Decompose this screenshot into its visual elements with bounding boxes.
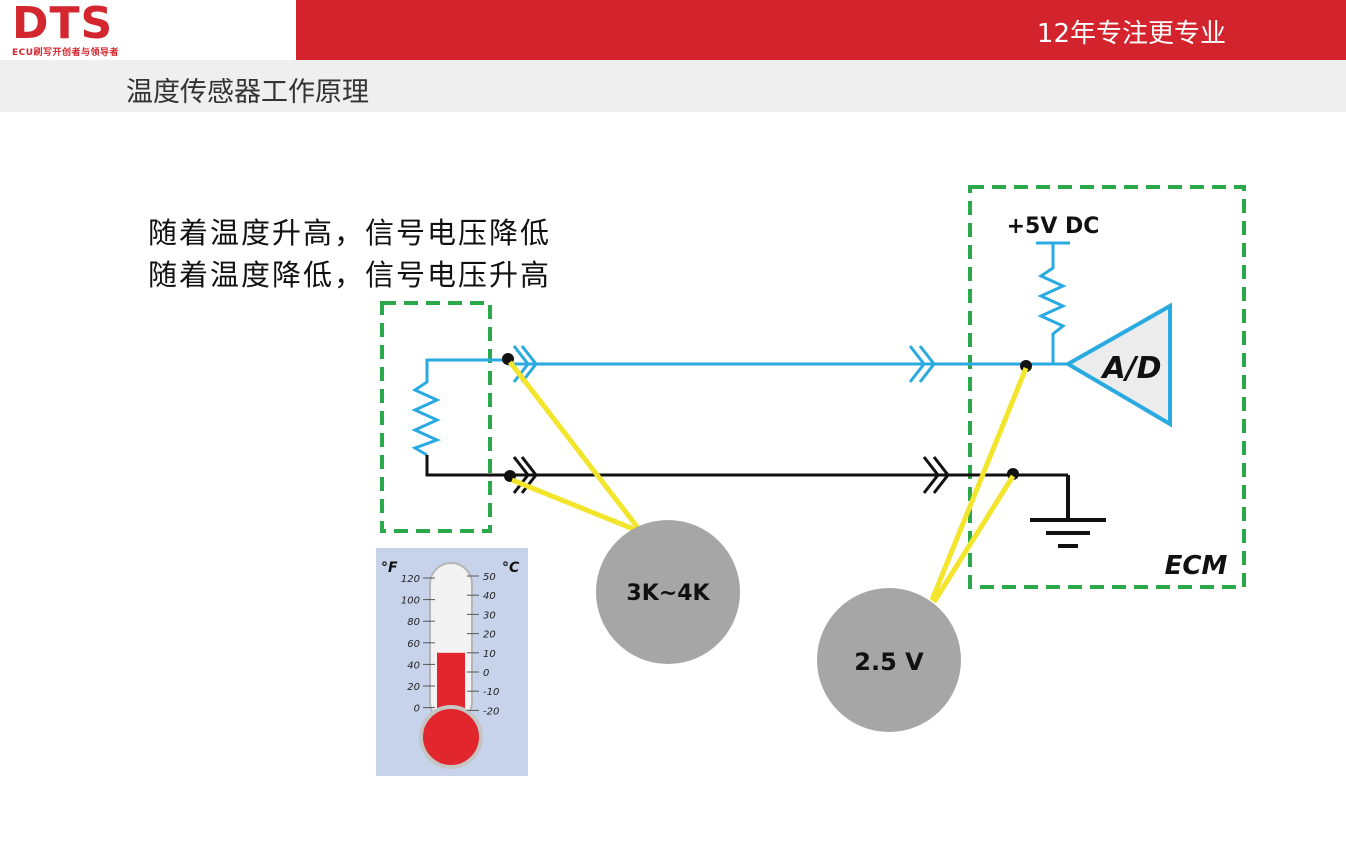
ground-icon — [1030, 475, 1106, 548]
celsius-tick-label: 40 — [483, 591, 496, 602]
meter-probes-left — [508, 360, 640, 533]
ohmmeter — [596, 520, 740, 664]
ecm-boundary — [968, 185, 1246, 589]
fahrenheit-unit: °F — [381, 560, 398, 576]
logo-text: DTS — [12, 0, 114, 49]
celsius-tick-label: -20 — [483, 706, 499, 717]
fahrenheit-tick-label: 60 — [407, 639, 420, 650]
resistance-reading: 3K~4K — [626, 581, 710, 606]
logo: DTS ECU刷写开创者与领导者 — [0, 0, 296, 60]
header-bar: DTS ECU刷写开创者与领导者 12年专注更专业 — [0, 0, 1346, 60]
header-banner: 12年专注更专业 — [296, 0, 1346, 60]
voltmeter — [817, 588, 961, 732]
header-slogan: 12年专注更专业 — [1036, 19, 1226, 49]
fahrenheit-tick-label: 100 — [401, 596, 420, 607]
celsius-tick-label: 20 — [483, 630, 496, 641]
celsius-scale: 50 40 30 20 10 0 -10 -20 — [467, 572, 499, 717]
fahrenheit-scale: 120 100 80 60 40 20 0 — [401, 574, 435, 715]
fahrenheit-tick-label: 120 — [401, 574, 420, 585]
title-bar: 温度传感器工作原理 — [0, 60, 1346, 112]
celsius-tick-label: 0 — [483, 668, 489, 679]
fahrenheit-tick-label: 20 — [407, 682, 420, 693]
description-line-2: 随着温度降低，信号电压升高 — [148, 258, 552, 292]
celsius-unit: °C — [502, 560, 520, 576]
description-line-1: 随着温度升高，信号电压降低 — [148, 216, 552, 250]
celsius-tick-label: 30 — [483, 610, 496, 621]
ecm-label: ECM — [1165, 551, 1228, 581]
thermometer-bulb — [419, 705, 483, 769]
thermistor — [411, 358, 508, 457]
celsius-tick-label: -10 — [483, 687, 499, 698]
page-title: 温度传感器工作原理 — [126, 77, 369, 108]
fahrenheit-tick-label: 40 — [407, 660, 420, 671]
celsius-tick-label: 10 — [483, 649, 496, 660]
voltage-reading: 2.5 V — [854, 648, 924, 676]
fahrenheit-tick-label: 0 — [414, 704, 420, 715]
ad-label: A/D — [1100, 351, 1161, 386]
supply-label: +5V DC — [1007, 214, 1100, 239]
celsius-tick-label: 50 — [483, 572, 496, 583]
logo-tagline: ECU刷写开创者与领导者 — [12, 48, 120, 58]
pullup-resistor — [1036, 241, 1070, 364]
ad-converter — [1064, 302, 1172, 428]
sensor-ground-lead — [425, 455, 515, 477]
sensor-boundary — [380, 301, 492, 533]
meter-probes-right — [929, 367, 1029, 604]
fahrenheit-tick-label: 80 — [407, 617, 420, 628]
